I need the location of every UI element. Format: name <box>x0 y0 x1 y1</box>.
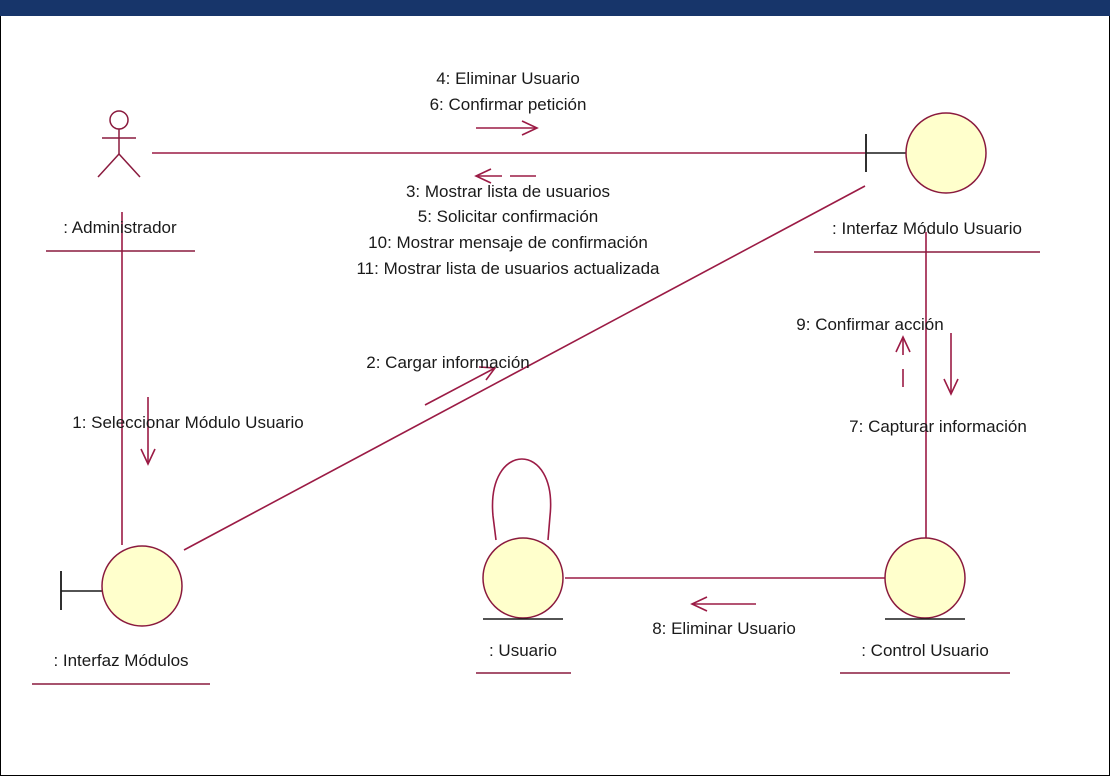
actor-icon <box>97 110 141 178</box>
link-modulos-interfaz-usuario <box>183 185 866 551</box>
arrow-msg-3-5-10-11 <box>474 168 541 184</box>
message-label: 8: Eliminar Usuario <box>652 619 796 638</box>
label-interfaz-modulo-usuario: : Interfaz Módulo Usuario <box>832 219 1022 238</box>
header-bar <box>0 0 1110 16</box>
label-control-usuario: : Control Usuario <box>861 641 989 660</box>
arrow-msg-4-6 <box>476 120 539 136</box>
arrow-msg-2 <box>424 366 497 406</box>
message-label: 9: Confirmar acción <box>796 315 943 334</box>
message-label: 11: Mostrar lista de usuarios actualizad… <box>356 259 660 278</box>
message-label: 3: Mostrar lista de usuarios <box>406 182 610 201</box>
message-label: 4: Eliminar Usuario <box>436 69 580 88</box>
boundary-icon <box>60 545 183 627</box>
entity-icon <box>482 537 564 620</box>
message-label: 1: Seleccionar Módulo Usuario <box>72 413 304 432</box>
control-icon <box>884 537 966 620</box>
self-link-usuario <box>491 458 552 541</box>
label-administrador: : Administrador <box>63 218 177 237</box>
arrow-msg-8 <box>690 596 756 612</box>
arrow-msg-1 <box>140 397 156 466</box>
message-label: 6: Confirmar petición <box>430 95 587 114</box>
message-label: 2: Cargar información <box>366 353 529 372</box>
arrow-msg-7 <box>943 333 959 396</box>
message-label: 10: Mostrar mensaje de confirmación <box>368 233 648 252</box>
message-label: 7: Capturar información <box>849 417 1027 436</box>
boundary-icon <box>865 112 987 194</box>
label-interfaz-modulos: : Interfaz Módulos <box>53 651 188 670</box>
label-usuario: : Usuario <box>489 641 557 660</box>
message-label: 5: Solicitar confirmación <box>418 207 598 226</box>
arrow-msg-9 <box>895 335 911 396</box>
